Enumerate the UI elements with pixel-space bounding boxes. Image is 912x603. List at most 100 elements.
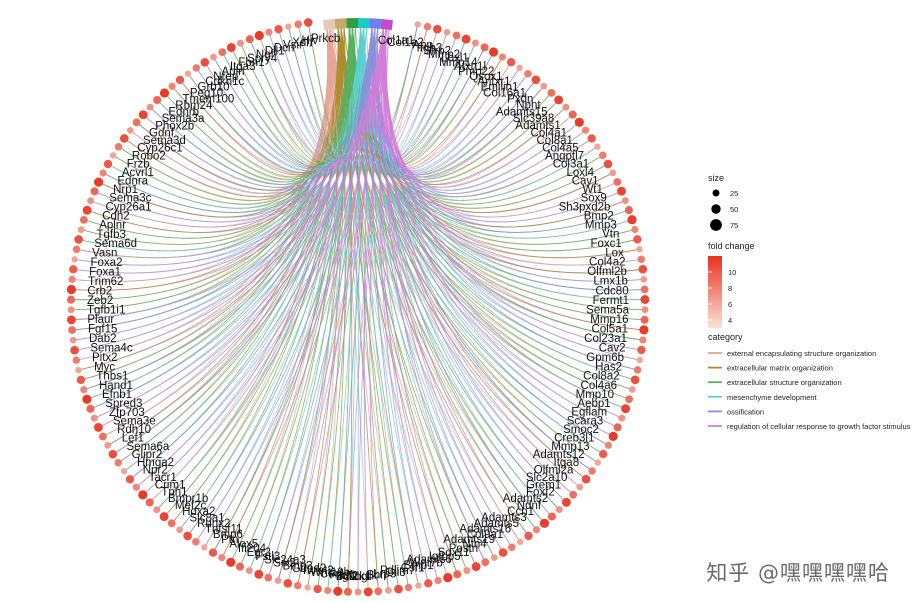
ribbon — [307, 22, 353, 158]
ribbon — [297, 24, 365, 159]
gene-dot — [74, 235, 83, 244]
gene-dot — [210, 53, 217, 61]
gene-label: Nrp1 — [113, 184, 138, 196]
gene-dot — [218, 48, 227, 56]
gene-dot — [424, 579, 433, 588]
gene-label: Smoc2 — [563, 424, 599, 436]
gene-dot — [638, 264, 648, 274]
gene-dot — [114, 143, 123, 151]
gene-dot — [637, 255, 646, 263]
gene-dot — [80, 216, 88, 224]
gene-dot — [86, 404, 95, 413]
gene-label: Alox5 — [229, 539, 258, 551]
gene-dot — [624, 206, 633, 215]
gene-dot — [517, 538, 524, 545]
gene-dot — [245, 35, 254, 44]
gene-label: Dcn — [274, 42, 294, 54]
gene-dot — [226, 557, 236, 567]
gene-dot — [516, 64, 523, 72]
gene-dot — [627, 215, 637, 225]
gene-dot — [547, 89, 556, 97]
gene-label: Hmga2 — [137, 457, 174, 469]
gene-dot — [506, 58, 516, 67]
gene-dot — [489, 47, 499, 57]
gene-label: Adamts15 — [496, 106, 548, 118]
gene-dot — [631, 225, 639, 234]
gene-dot — [183, 531, 192, 541]
gene-dot — [66, 315, 76, 325]
gene-label: Col3a1 — [553, 159, 589, 171]
gene-label: App — [412, 40, 432, 52]
gene-label: Sema6a — [127, 441, 170, 453]
gene-dot — [90, 187, 99, 196]
size-legend-label: 25 — [730, 189, 738, 198]
term-arc — [334, 18, 347, 29]
gene-label: Cdc80 — [595, 285, 628, 297]
gene-label: Mmp3 — [585, 220, 617, 232]
gene-label: Frzb — [127, 159, 150, 171]
gene-label: Tgfb3 — [97, 229, 126, 241]
gene-dot — [581, 474, 591, 484]
gene-dot — [254, 569, 264, 579]
gene-label: Wt1 — [582, 184, 602, 196]
gene-label: Mmp2 — [428, 49, 460, 61]
gene-label: Phox2b — [155, 120, 194, 132]
gene-dot — [324, 586, 332, 595]
gene-label: Col16a1 — [483, 87, 526, 99]
gene-dot — [636, 246, 643, 253]
gene-label: Six2 — [273, 557, 295, 569]
gene-label: Robo2 — [132, 151, 166, 163]
gene-label: Cyp26a1 — [106, 202, 152, 214]
gene-label: Grem1 — [526, 479, 561, 491]
ribbon — [363, 26, 373, 592]
gene-label: Pdlim7 — [380, 565, 415, 577]
gene-label: Peg10 — [190, 87, 223, 99]
gene-dot — [639, 325, 649, 335]
ribbon — [351, 26, 599, 464]
category-legend-label: regulation of cellular response to growt… — [727, 422, 911, 431]
ribbon — [267, 27, 387, 578]
gene-label: Sox9 — [581, 193, 607, 205]
category-legend: external encapsulating structure organiz… — [708, 349, 911, 431]
gene-label: Wnt10b — [310, 567, 350, 579]
gene-dot — [245, 567, 253, 575]
gene-dot — [167, 519, 176, 528]
gene-label: Apln — [222, 66, 245, 78]
gene-dot — [99, 169, 107, 177]
gene-dot — [625, 395, 633, 403]
gene-label: Ednra — [117, 175, 148, 187]
category-legend-label: extracellular matrix organization — [727, 364, 833, 373]
ribbon — [78, 26, 365, 252]
ribbon — [135, 27, 387, 488]
ribbon — [221, 26, 365, 167]
gene-dot — [104, 442, 112, 449]
ribbon — [76, 27, 334, 259]
gene-dot — [621, 404, 631, 414]
gene-label: Runx2 — [197, 518, 230, 530]
gene-dot — [82, 394, 92, 404]
gene-label: Fbn1 — [238, 57, 264, 69]
gene-dot — [69, 336, 77, 344]
gene-label-layer: Col1a1Col1a2AppItgb3Sfrp2Mmp2Loxl1Mmp14A… — [87, 33, 630, 583]
gene-label: Cer1 — [320, 568, 345, 580]
gene-label: Loxl4 — [567, 167, 595, 179]
gene-label: Cav2 — [599, 343, 626, 355]
gene-dot — [354, 588, 362, 596]
gene-label: Ptn — [221, 534, 238, 546]
gene-dot — [264, 573, 273, 582]
gene-label: Rdh10 — [117, 424, 151, 436]
gene-label: Mmp16 — [590, 314, 628, 326]
gene-label: Gdnf — [149, 128, 175, 140]
gene-label: Vtn — [602, 229, 619, 241]
gene-label: Antxr1 — [477, 76, 510, 88]
gene-label: Spred3 — [105, 398, 142, 410]
watermark: 知乎 @嘿嘿嘿嘿哈 — [706, 561, 890, 585]
gene-dot — [192, 64, 201, 72]
category-legend-label: extracellular structure organization — [727, 378, 842, 387]
gene-label: Slc2a10 — [526, 472, 568, 484]
ribbon — [381, 27, 529, 537]
gene-label: Mmp10 — [576, 389, 614, 401]
gene-label: Lmx1b — [593, 276, 628, 288]
gene-dot — [587, 134, 596, 143]
